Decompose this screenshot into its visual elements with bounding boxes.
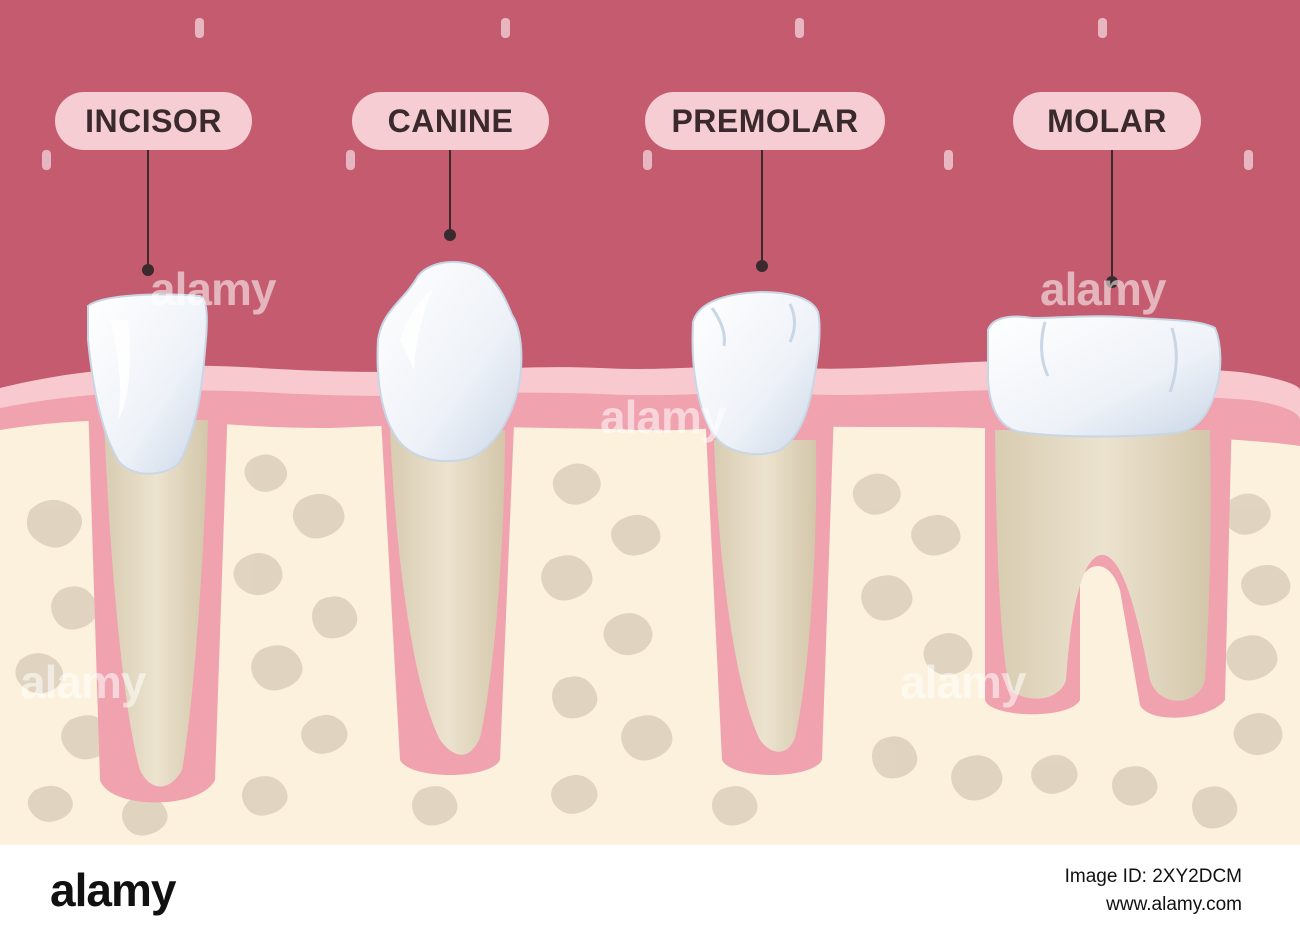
watermark: alamy (1040, 263, 1166, 315)
watermark: alamy (150, 263, 276, 315)
footer-url: www.alamy.com (1106, 894, 1242, 915)
molar-root (995, 430, 1211, 701)
watermark: alamy (20, 656, 146, 708)
incisor-tooth (87, 293, 228, 803)
image-id: Image ID: 2XY2DCM (1064, 866, 1242, 887)
watermark: alamy (900, 656, 1026, 708)
sparkles (42, 18, 1253, 170)
molar-tooth (985, 315, 1232, 718)
label-incisor: INCISOR (55, 92, 252, 150)
bone-spots (15, 454, 1291, 836)
label-canine: CANINE (352, 92, 549, 150)
leader-lines (142, 150, 1118, 288)
footer-brand-logo: alamy (50, 864, 176, 916)
canine-tooth (376, 261, 523, 775)
premolar-tooth (691, 290, 834, 775)
molar-crown (987, 315, 1222, 438)
premolar-root (714, 440, 817, 752)
incisor-root (104, 420, 208, 787)
label-molar: MOLAR (1013, 92, 1201, 150)
footer-ids: Image ID: 2XY2DCM www.alamy.com (1065, 863, 1242, 919)
footer: alamy Image ID: 2XY2DCM www.alamy.com (0, 845, 1300, 935)
watermark: alamy (600, 391, 726, 443)
label-premolar: PREMOLAR (645, 92, 885, 150)
canine-root (390, 430, 505, 755)
